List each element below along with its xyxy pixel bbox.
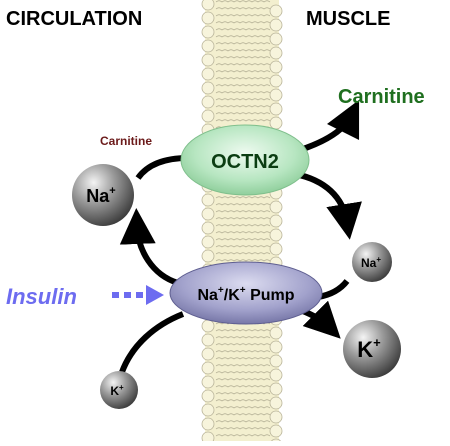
k-ion-muscle: K+ bbox=[343, 320, 401, 378]
na-ion-circulation: Na+ bbox=[72, 164, 134, 226]
insulin-stimulus: Insulin bbox=[6, 284, 164, 309]
carnitine-circulation-label: Carnitine bbox=[100, 134, 152, 148]
pump-ion2-symbol: K bbox=[228, 287, 240, 304]
na-left-symbol: Na bbox=[86, 186, 110, 206]
pump-label: Na+/K+ Pump bbox=[197, 285, 294, 304]
pump-ion1-charge: + bbox=[218, 285, 224, 296]
svg-text:Na+: Na+ bbox=[361, 255, 381, 270]
na-release-arrow bbox=[294, 171, 362, 240]
carnitine-export-arrow bbox=[299, 99, 360, 153]
svg-text:K+: K+ bbox=[357, 335, 381, 362]
pump-ion1-symbol: Na bbox=[197, 287, 218, 304]
svg-text:Na+: Na+ bbox=[86, 185, 115, 206]
na-pump-export-arrow bbox=[119, 208, 180, 286]
k-ion-circulation: K+ bbox=[100, 371, 138, 409]
octn2-label: OCTN2 bbox=[211, 151, 279, 173]
na-ion-muscle: Na+ bbox=[352, 242, 392, 282]
insulin-label: Insulin bbox=[6, 284, 77, 309]
octn2-transporter: OCTN2 bbox=[180, 124, 310, 196]
k-big-symbol: K bbox=[357, 337, 373, 362]
carnitine-uptake-arc bbox=[135, 155, 189, 180]
svg-text:K+: K+ bbox=[110, 383, 124, 398]
k-big-charge: + bbox=[373, 335, 381, 350]
carnitine-muscle-label: Carnitine bbox=[338, 86, 425, 108]
insulin-arrowhead bbox=[146, 285, 164, 305]
circulation-header: CIRCULATION bbox=[6, 8, 142, 30]
na-left-charge: + bbox=[109, 185, 115, 197]
k-uptake-arc bbox=[119, 311, 185, 374]
k-small-symbol: K bbox=[110, 384, 119, 398]
pump-ion2-charge: + bbox=[240, 285, 246, 296]
na-k-pump: Na+/K+ Pump bbox=[169, 261, 323, 325]
muscle-header: MUSCLE bbox=[306, 8, 390, 30]
pump-word: Pump bbox=[250, 287, 295, 304]
na-right-symbol: Na bbox=[361, 256, 377, 270]
na-right-charge: + bbox=[376, 255, 381, 264]
k-small-charge: + bbox=[119, 383, 124, 392]
cell-membrane bbox=[201, 0, 283, 446]
